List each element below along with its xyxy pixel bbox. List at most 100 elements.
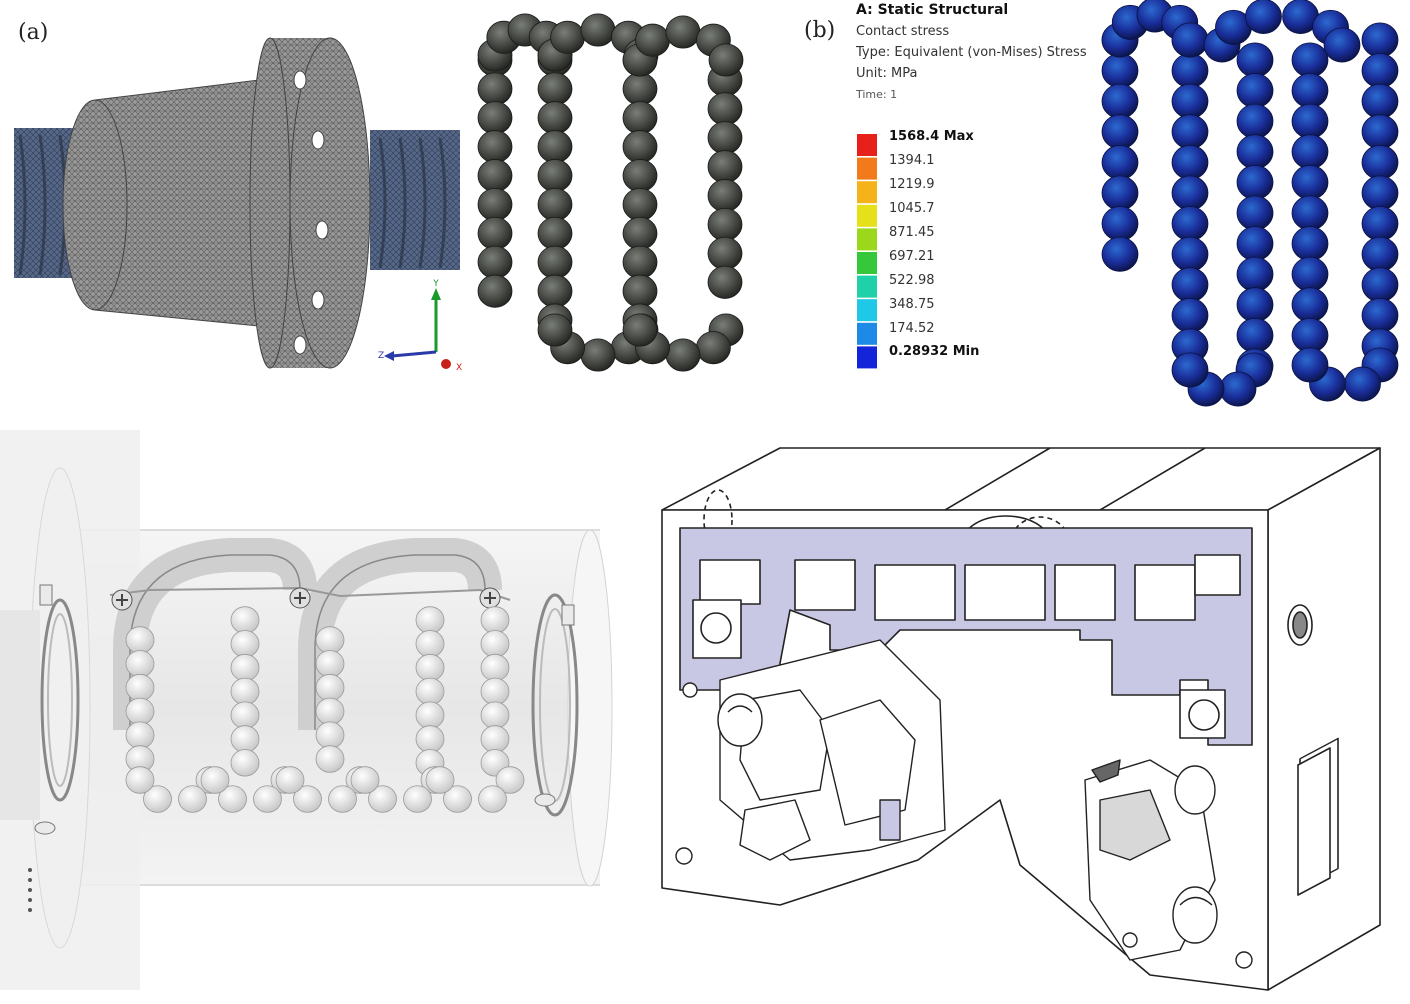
ball: [315, 721, 345, 749]
ball: [1361, 114, 1399, 150]
ball: [218, 785, 247, 813]
ball: [707, 265, 743, 299]
ball: [1236, 195, 1274, 231]
ball: [1101, 236, 1139, 272]
ball: [1171, 206, 1209, 242]
ball: [230, 725, 260, 753]
ball: [477, 130, 513, 164]
ball: [1171, 175, 1209, 211]
ball: [1101, 175, 1139, 211]
ball: [125, 766, 155, 794]
result-name: Contact stress: [856, 24, 950, 39]
legend-swatch: [857, 134, 877, 156]
ball: [328, 785, 357, 813]
ball: [1236, 226, 1274, 262]
ball: [1171, 236, 1209, 272]
ball: [1236, 103, 1274, 139]
ball: [1236, 164, 1274, 200]
ball: [622, 159, 658, 193]
ball-circuits: [125, 606, 525, 813]
ball: [477, 159, 513, 193]
ball: [1171, 114, 1209, 150]
ball: [1245, 0, 1282, 34]
ball: [230, 677, 260, 706]
ball: [125, 650, 155, 678]
ball: [1171, 297, 1209, 333]
ball: [125, 721, 155, 749]
ball: [1171, 83, 1209, 119]
ball: [537, 72, 573, 106]
ball: [622, 101, 658, 135]
ball: [537, 274, 573, 308]
ball: [315, 626, 345, 654]
ball: [315, 697, 345, 726]
ball: [415, 606, 445, 634]
legend-swatch: [857, 157, 877, 180]
ball: [707, 236, 743, 270]
ball: [1171, 144, 1209, 180]
ball: [477, 72, 513, 106]
ball: [635, 23, 670, 57]
ball: [1361, 267, 1399, 303]
ball: [1236, 134, 1274, 170]
ball: [230, 653, 260, 682]
ball: [425, 766, 455, 794]
ball: [537, 216, 573, 250]
ball: [125, 626, 155, 654]
ball: [125, 673, 155, 702]
ball: [1236, 287, 1274, 323]
axis-z-label: Z: [378, 351, 384, 361]
meshed-nut-flange: [249, 37, 371, 369]
ball: [1344, 366, 1381, 402]
result-type: Type: Equivalent (von-Mises) Stress: [856, 45, 1087, 60]
ball: [200, 766, 230, 794]
stress-ball-chain: [1101, 0, 1399, 407]
ball: [1171, 22, 1209, 58]
legend-label-max: 1568.4 Max: [889, 129, 974, 144]
ball: [622, 187, 658, 222]
ball: [665, 338, 701, 372]
meshed-nut-body: [62, 74, 301, 331]
ball: [1361, 236, 1399, 272]
ball: [477, 101, 513, 135]
ball: [293, 785, 322, 813]
ball: [550, 20, 585, 54]
ball: [480, 677, 510, 706]
ball: [1361, 297, 1399, 333]
ball: [537, 313, 573, 347]
axis-y-label: Y: [432, 279, 439, 289]
legend-label: 522.98: [889, 273, 935, 288]
ball: [315, 673, 345, 702]
ball: [622, 130, 658, 164]
ball: [1101, 83, 1139, 119]
ball: [415, 677, 445, 706]
stress-color-legend: [857, 134, 877, 369]
legend-label: 348.75: [889, 297, 935, 312]
ball: [480, 606, 510, 634]
meshed-ball-chain: [477, 13, 744, 372]
ball: [315, 650, 345, 678]
ball: [480, 701, 510, 729]
legend-swatch: [857, 204, 877, 227]
ball: [696, 331, 731, 365]
legend-swatch: [857, 299, 877, 322]
ball: [1291, 317, 1329, 353]
ball: [477, 245, 513, 279]
legend-swatch: [857, 322, 877, 345]
ball: [1171, 53, 1209, 89]
ball: [1291, 73, 1329, 109]
ball: [480, 725, 510, 753]
axis-triad: [384, 288, 451, 369]
ball: [537, 130, 573, 164]
ball: [415, 701, 445, 729]
ball: [477, 274, 513, 308]
legend-swatch: [857, 228, 877, 251]
ball: [537, 245, 573, 279]
ball: [1323, 27, 1361, 63]
ball: [1291, 164, 1329, 200]
ball: [315, 745, 345, 773]
ball: [480, 630, 510, 658]
ball: [415, 630, 445, 658]
ball: [1361, 83, 1399, 119]
